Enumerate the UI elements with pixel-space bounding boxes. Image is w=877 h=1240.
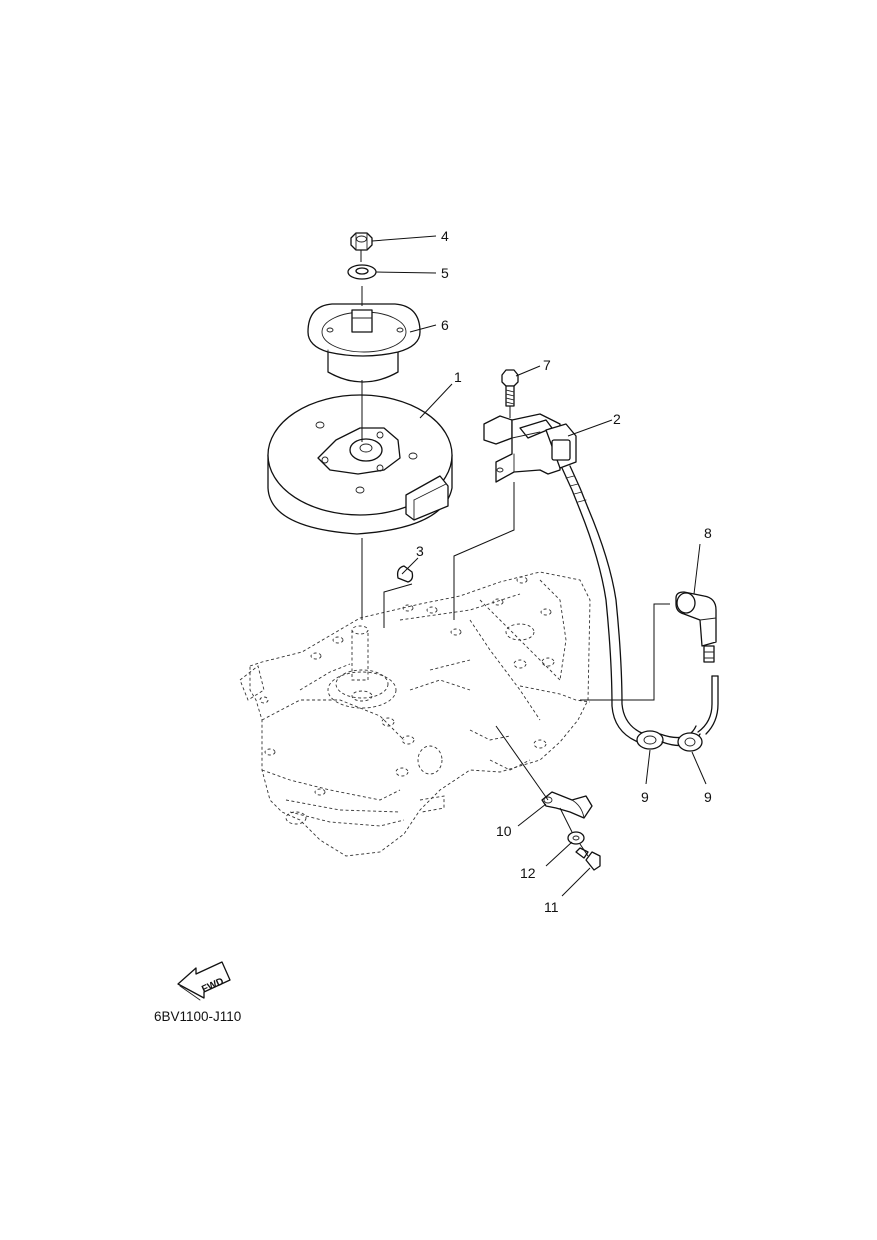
callout-12: 12: [520, 865, 536, 881]
callout-leaders: [371, 235, 707, 897]
power-head-crankcase: [239, 571, 591, 857]
part-5-washer: [347, 264, 377, 280]
fwd-arrow-icon: FWD: [177, 961, 231, 1001]
part-11-screw: [575, 847, 601, 871]
part-12-washer: [567, 831, 585, 845]
part-2-ignition-coil: [483, 413, 645, 743]
assembly-lines: [360, 250, 670, 857]
callout-10: 10: [496, 823, 512, 839]
part-7-bolt: [501, 369, 519, 407]
callout-7: 7: [543, 357, 551, 373]
diagram-code: 6BV1100-J110: [154, 1009, 241, 1024]
part-4-nut: [350, 232, 373, 251]
callout-9-left: 9: [641, 789, 649, 805]
callout-3: 3: [416, 543, 424, 559]
callout-4: 4: [441, 228, 449, 244]
callout-6: 6: [441, 317, 449, 333]
part-9-cord-clamps: [636, 675, 719, 752]
part-6-starter-pulley: [307, 303, 421, 383]
callout-labels: 4 5 6 1 2 3 7 8 9 9 10 11 12: [416, 228, 712, 915]
part-1-flywheel: [267, 394, 453, 535]
callout-11: 11: [544, 899, 559, 915]
callout-8: 8: [704, 525, 712, 541]
part-3-woodruff-key: [396, 565, 414, 583]
callout-5: 5: [441, 265, 449, 281]
callout-9-right: 9: [704, 789, 712, 805]
callout-2: 2: [613, 411, 621, 427]
callout-1: 1: [454, 369, 462, 385]
part-10-clamp: [541, 791, 593, 819]
part-8-plug-cap: [675, 591, 717, 663]
